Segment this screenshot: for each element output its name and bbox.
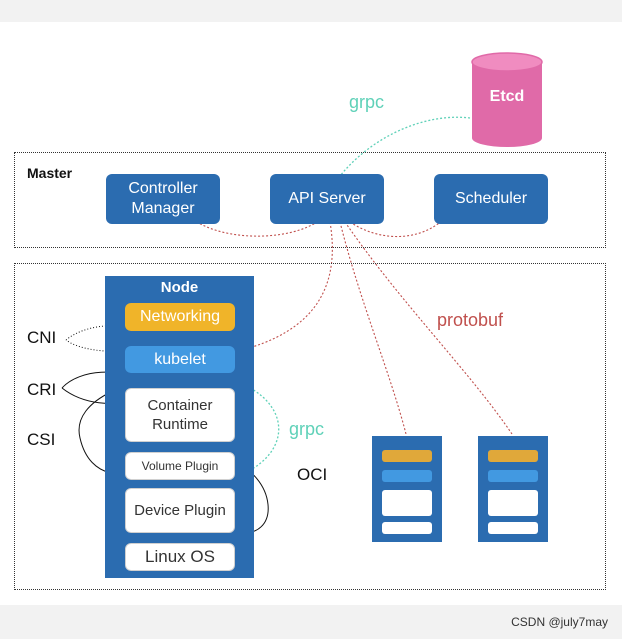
pod-2-bar-white-large xyxy=(488,490,538,516)
csi-label: CSI xyxy=(27,430,56,449)
grpc-annotation-mid: grpc xyxy=(289,419,325,439)
api-pod2-link xyxy=(344,221,513,435)
master-box xyxy=(14,152,606,248)
device-plugin-box[interactable]: Device Plugin xyxy=(125,488,235,533)
pod-2-bar-white-small xyxy=(488,522,538,534)
cri-label: CRI xyxy=(27,380,57,399)
node-title: Node xyxy=(160,279,199,296)
cni-label: CNI xyxy=(27,328,57,347)
volume-plugin-box[interactable]: Volume Plugin xyxy=(125,452,235,480)
linux-os-box[interactable]: Linux OS xyxy=(125,543,235,571)
etcd-label: Etcd xyxy=(489,88,525,105)
oci-label: OCI xyxy=(297,465,328,484)
scheduler-box[interactable]: Scheduler xyxy=(434,174,548,224)
pod-1-bar-yellow xyxy=(382,450,432,462)
master-label: Master xyxy=(27,165,73,181)
networking-box[interactable]: Networking xyxy=(125,303,235,331)
etcd-api-grpc-link xyxy=(329,116,471,191)
pod-1 xyxy=(372,436,442,542)
pod-2-bar-yellow xyxy=(488,450,538,462)
watermark: CSDN @july7may xyxy=(511,615,608,629)
api-scheduler-link xyxy=(349,217,446,238)
api-pod1-link xyxy=(339,221,407,435)
pod-1-bar-white-large xyxy=(382,490,432,516)
kubelet-box[interactable]: kubelet xyxy=(125,346,235,373)
grpc-annotation-top: grpc xyxy=(349,92,385,112)
controller-api-link xyxy=(189,216,321,237)
controller-manager-box[interactable]: Controller Manager xyxy=(106,174,220,224)
pod-1-bar-white-small xyxy=(382,522,432,534)
api-kubelet-link xyxy=(233,221,333,353)
cni-loop xyxy=(65,325,152,352)
container-runtime-box[interactable]: Container Runtime xyxy=(125,388,235,442)
pod-1-bar-blue xyxy=(382,470,432,482)
node-area-box xyxy=(14,263,606,590)
pod-2 xyxy=(478,436,548,542)
protobuf-annotation: protobuf xyxy=(437,310,504,330)
api-server-box[interactable]: API Server xyxy=(270,174,384,224)
pod-2-bar-blue xyxy=(488,470,538,482)
etcd-cylinder xyxy=(471,52,543,147)
diagram-canvas: Etcd grpc Master Controller Manager API … xyxy=(0,22,622,605)
